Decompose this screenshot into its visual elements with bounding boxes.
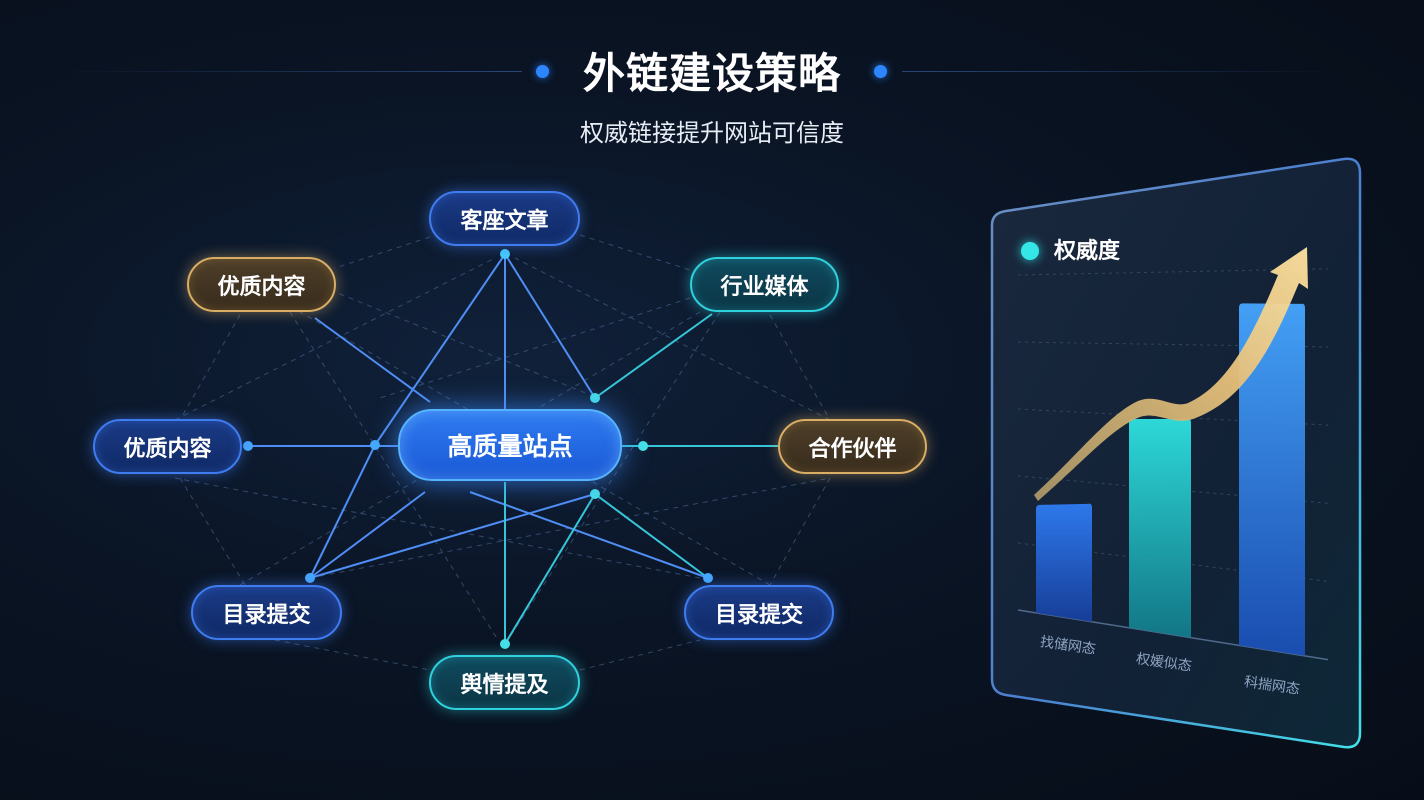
node-directory-submission-left[interactable]: 目录提交	[191, 585, 342, 640]
node-guest-post[interactable]: 客座文章	[429, 191, 580, 246]
node-quality-content-left[interactable]: 优质内容	[93, 419, 242, 474]
page-subtitle: 权威链接提升网站可信度	[580, 119, 844, 147]
node-quality-content-top[interactable]: 优质内容	[187, 257, 336, 312]
junction-dots	[243, 249, 713, 649]
header-dot-right	[874, 65, 887, 78]
node-brand-mentions[interactable]: 舆情提及	[429, 655, 580, 710]
authority-chart	[1017, 247, 1329, 661]
chart-bar-1	[1036, 503, 1092, 622]
chart-gridline	[1017, 341, 1329, 348]
header-divider-right	[902, 71, 1342, 72]
panel-indicator-dot	[1021, 242, 1039, 260]
chart-bar-3	[1239, 303, 1305, 656]
header-divider-left	[60, 71, 522, 72]
page-title: 外链建设策略	[582, 49, 841, 98]
panel-title: 权威度	[1054, 239, 1121, 264]
chart-bars	[1036, 303, 1305, 656]
header-dot-left	[536, 65, 549, 78]
authority-panel: 权威度	[988, 155, 1364, 750]
node-industry-media[interactable]: 行业媒体	[690, 257, 839, 312]
node-directory-submission-right[interactable]: 目录提交	[684, 585, 834, 640]
chart-bar-2	[1129, 418, 1191, 638]
trend-arrow	[1034, 247, 1308, 501]
chart-gridline	[1017, 268, 1329, 276]
node-high-quality-site[interactable]: 高质量站点	[398, 409, 622, 481]
node-partners[interactable]: 合作伙伴	[778, 419, 927, 474]
outer-dashed-ring	[174, 234, 831, 671]
